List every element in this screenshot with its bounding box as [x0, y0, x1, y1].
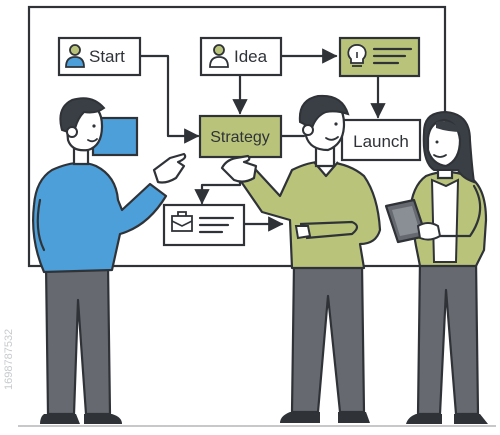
woman-pants [416, 258, 480, 416]
text-lines [372, 47, 413, 65]
man-blue-sweater [32, 97, 187, 424]
man-blue-hair [59, 97, 106, 136]
man-olive-hair [298, 94, 350, 130]
node-briefcase-card [162, 203, 246, 247]
node-strategy-label: Strategy [210, 129, 270, 146]
man-olive-pants [290, 262, 366, 414]
lightbulb-icon [347, 44, 367, 67]
person-icon [65, 44, 85, 68]
man-olive-sweater [220, 94, 382, 423]
person-icon [209, 44, 229, 68]
man-blue-pants [44, 263, 112, 416]
text-lines [198, 216, 235, 234]
node-launch-label: Launch [353, 132, 409, 151]
briefcase-icon [171, 211, 193, 232]
man-blue-torso [32, 161, 168, 274]
woman-with-tablet [384, 110, 488, 424]
man-olive-hand [220, 154, 258, 183]
watermark-side-id: 1698787532 [3, 329, 15, 390]
node-idea-label: Idea [234, 47, 268, 66]
flow-connectors [139, 48, 386, 232]
node-idea: Idea [199, 36, 283, 77]
arrow-start-to-strategy [139, 54, 200, 144]
node-launch: Launch [340, 118, 422, 162]
node-start: Start [57, 36, 142, 77]
man-blue-hand [152, 152, 187, 184]
node-start-label: Start [89, 47, 125, 66]
node-bulb-card [338, 36, 421, 78]
node-strategy: Strategy [198, 114, 283, 159]
